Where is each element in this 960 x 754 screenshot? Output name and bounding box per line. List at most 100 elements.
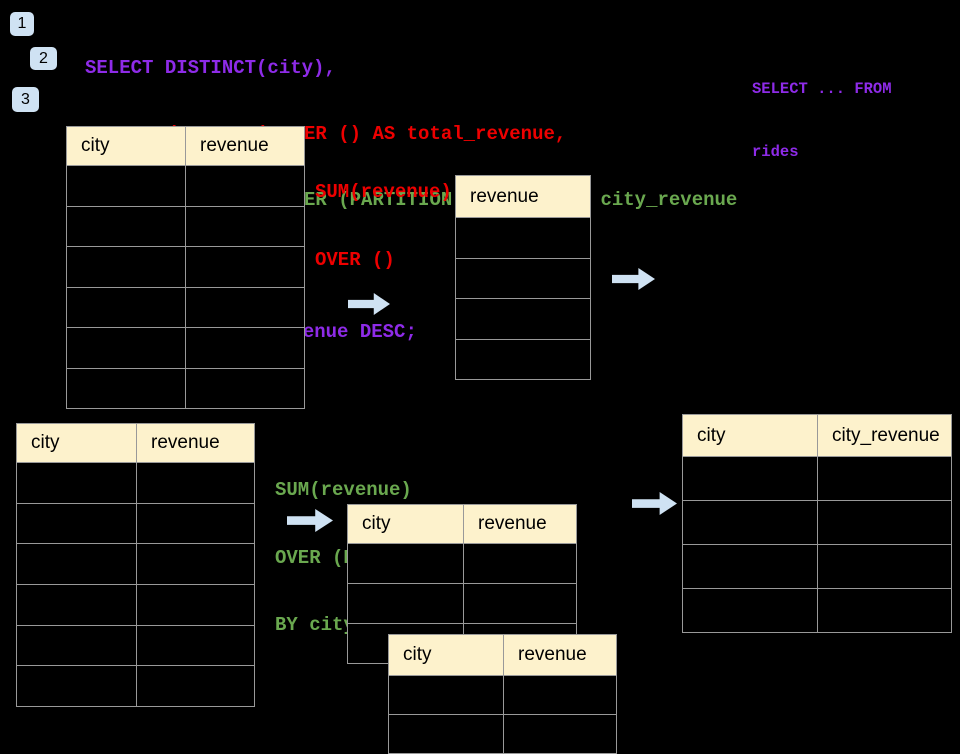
table-row xyxy=(66,246,305,288)
empty-cell xyxy=(66,286,186,328)
column-header-city: city xyxy=(388,634,504,676)
empty-cell xyxy=(66,205,186,247)
table-row xyxy=(388,675,617,715)
annotation-total-revenue: SUM(revenue) OVER () xyxy=(315,136,452,294)
arrow-shape xyxy=(612,268,655,290)
column-header-revenue: revenue xyxy=(455,175,591,218)
table-row xyxy=(388,714,617,754)
column-header-revenue: revenue xyxy=(136,423,255,463)
empty-cell xyxy=(185,165,305,207)
empty-cell xyxy=(136,502,255,545)
empty-cell xyxy=(817,544,952,589)
empty-cell xyxy=(185,327,305,369)
table-row xyxy=(66,327,305,369)
empty-cell xyxy=(455,338,591,381)
table-total-revenue-result: revenue xyxy=(455,175,591,381)
empty-cell xyxy=(347,543,464,584)
table-row xyxy=(455,298,591,340)
column-header-city_revenue: city_revenue xyxy=(817,414,952,457)
side-note-select-from-rides: SELECT ... FROM rides xyxy=(752,37,892,184)
empty-cell xyxy=(817,588,952,633)
column-header-city: city xyxy=(66,126,186,166)
empty-cell xyxy=(388,714,504,754)
empty-cell xyxy=(66,246,186,288)
flow-arrow-city-revenue-icon xyxy=(632,492,677,515)
table-header-row: revenue xyxy=(455,175,591,218)
empty-cell xyxy=(16,665,137,708)
table-row xyxy=(347,543,577,584)
empty-cell xyxy=(16,624,137,667)
empty-cell xyxy=(185,246,305,288)
empty-cell xyxy=(16,543,137,586)
empty-cell xyxy=(16,584,137,626)
empty-cell xyxy=(16,462,137,504)
empty-cell xyxy=(682,500,818,545)
empty-cell xyxy=(682,544,818,589)
empty-cell xyxy=(185,205,305,247)
table-row xyxy=(347,583,577,624)
empty-cell xyxy=(185,286,305,328)
empty-cell xyxy=(388,675,504,715)
table-row xyxy=(66,367,305,409)
table-row xyxy=(682,456,952,501)
empty-cell xyxy=(185,367,305,409)
empty-cell xyxy=(136,543,255,586)
table-row xyxy=(682,544,952,589)
empty-cell xyxy=(136,462,255,504)
empty-cell xyxy=(463,543,577,584)
column-header-city: city xyxy=(347,504,464,544)
table-row xyxy=(16,502,255,545)
table-row xyxy=(16,543,255,586)
empty-cell xyxy=(347,583,464,624)
table-row xyxy=(16,624,255,667)
empty-cell xyxy=(817,500,952,545)
step-badge-3: 3 xyxy=(12,87,39,112)
step-badge-2: 2 xyxy=(30,47,57,70)
empty-cell xyxy=(66,327,186,369)
arrow-shape xyxy=(632,492,677,515)
empty-cell xyxy=(682,588,818,633)
table-row xyxy=(66,205,305,247)
empty-cell xyxy=(463,583,577,624)
column-header-city: city xyxy=(682,414,818,457)
table-row xyxy=(66,165,305,207)
table-row xyxy=(16,462,255,504)
arrow-shape xyxy=(348,293,390,315)
empty-cell xyxy=(455,257,591,300)
empty-cell xyxy=(503,714,617,754)
flow-arrow-partition-icon xyxy=(287,509,333,532)
empty-cell xyxy=(136,624,255,667)
flow-arrow-result-icon xyxy=(612,268,655,290)
table-row xyxy=(16,665,255,708)
column-header-revenue: revenue xyxy=(463,504,577,544)
table-row xyxy=(16,584,255,626)
table-row xyxy=(66,286,305,328)
table-row xyxy=(455,217,591,259)
table-row xyxy=(455,338,591,381)
empty-cell xyxy=(455,298,591,340)
sql-line-select: SELECT DISTINCT(city), xyxy=(85,57,336,79)
empty-cell xyxy=(682,456,818,501)
empty-cell xyxy=(455,217,591,259)
annotation-total-line-2: OVER () xyxy=(315,248,395,271)
column-header-city: city xyxy=(16,423,137,463)
arrow-shape xyxy=(287,509,333,532)
empty-cell xyxy=(136,665,255,708)
empty-cell xyxy=(66,165,186,207)
table-row xyxy=(682,588,952,633)
table-row xyxy=(455,257,591,300)
flow-arrow-total-icon xyxy=(348,293,390,315)
empty-cell xyxy=(66,367,186,409)
annotation-partition-line-1: SUM(revenue) xyxy=(275,479,412,501)
side-note-line-1: SELECT ... FROM xyxy=(752,80,892,98)
table-row xyxy=(682,500,952,545)
